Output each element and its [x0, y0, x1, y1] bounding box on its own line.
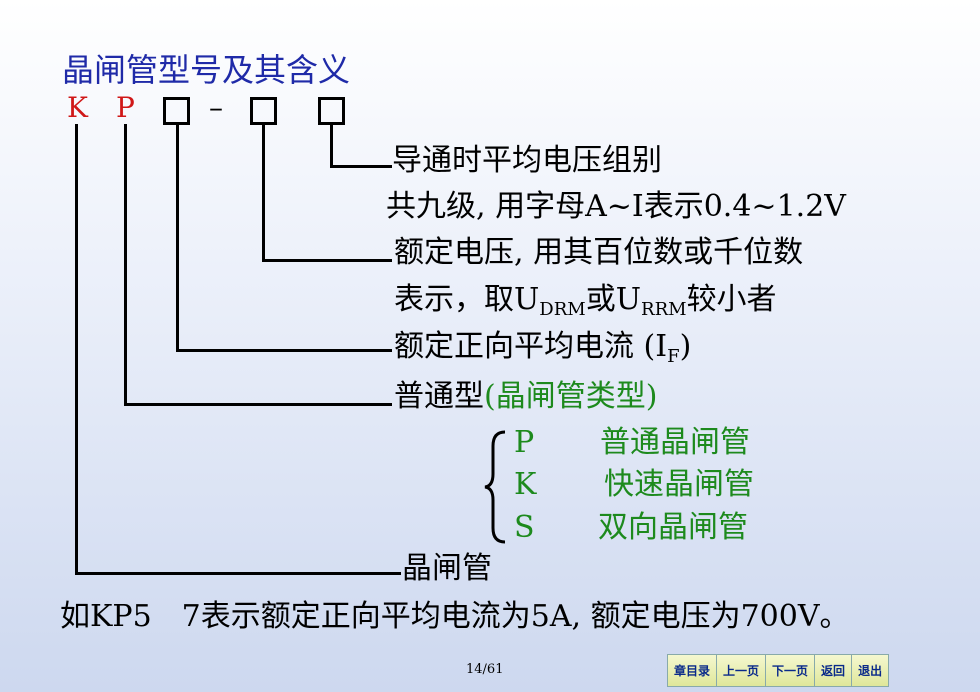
line-voltage-v: [262, 124, 265, 262]
code-k: K: [67, 91, 88, 124]
brace-icon: [484, 430, 506, 544]
previous-page-button[interactable]: 上一页: [717, 655, 767, 686]
type-black: 普通型: [394, 379, 484, 414]
type-name: 快速晶闸管: [604, 467, 754, 502]
label-rated-current: 额定正向平均电流 (IF): [394, 332, 691, 366]
rated-current-pre: 额定正向平均电流 (I: [394, 329, 668, 364]
page-title: 晶闸管型号及其含义: [62, 51, 351, 89]
box-current: [163, 97, 190, 125]
page-number: 14/61: [466, 662, 504, 677]
rated-voltage-or: 或U: [585, 282, 642, 317]
code-dash: –: [209, 91, 223, 124]
box-group: [318, 97, 345, 125]
type-green: (晶闸管类型): [484, 379, 658, 414]
line-type-v: [124, 124, 127, 406]
rated-voltage-desc-pre: 表示，取U: [394, 282, 540, 317]
exit-button[interactable]: 退出: [852, 655, 889, 686]
type-code: K: [514, 467, 537, 502]
label-voltage-group: 导通时平均电压组别: [392, 143, 662, 178]
rrm-subscript: RRM: [641, 299, 687, 320]
next-page-button[interactable]: 下一页: [766, 655, 816, 686]
line-group-v: [330, 124, 333, 168]
drm-subscript: DRM: [539, 299, 586, 320]
line-type-h: [124, 403, 392, 406]
label-thyristor: 晶闸管: [402, 551, 492, 586]
example-text: 如KP5 7表示额定正向平均电流为5A, 额定电压为700V。: [60, 599, 850, 634]
line-group-h: [330, 165, 392, 168]
label-rated-voltage: 额定电压, 用其百位数或千位数: [394, 235, 804, 270]
rated-current-post: ): [679, 329, 692, 364]
type-name: 双向晶闸管: [598, 510, 748, 545]
line-thyristor-h: [75, 572, 401, 575]
box-voltage: [250, 97, 277, 125]
back-button[interactable]: 返回: [815, 655, 853, 686]
nav-bar: 章目录 上一页 下一页 返回 退出: [667, 654, 890, 687]
label-voltage-group-desc: 共九级, 用字母A~I表示0.4~1.2V: [386, 189, 846, 224]
line-current-v: [176, 124, 179, 352]
code-p: P: [116, 91, 135, 124]
label-type: 普通型(晶闸管类型): [394, 382, 657, 412]
type-code: S: [514, 510, 535, 545]
line-current-h: [176, 349, 392, 352]
type-name: 普通晶闸管: [600, 425, 750, 460]
line-thyristor-v: [75, 124, 78, 575]
if-subscript: F: [667, 346, 680, 367]
chapter-contents-button[interactable]: 章目录: [668, 655, 718, 686]
rated-voltage-desc-post: 较小者: [686, 282, 777, 317]
line-voltage-h: [262, 259, 392, 262]
label-rated-voltage-desc: 表示，取UDRM或URRM较小者: [394, 285, 777, 319]
type-code: P: [514, 425, 535, 460]
